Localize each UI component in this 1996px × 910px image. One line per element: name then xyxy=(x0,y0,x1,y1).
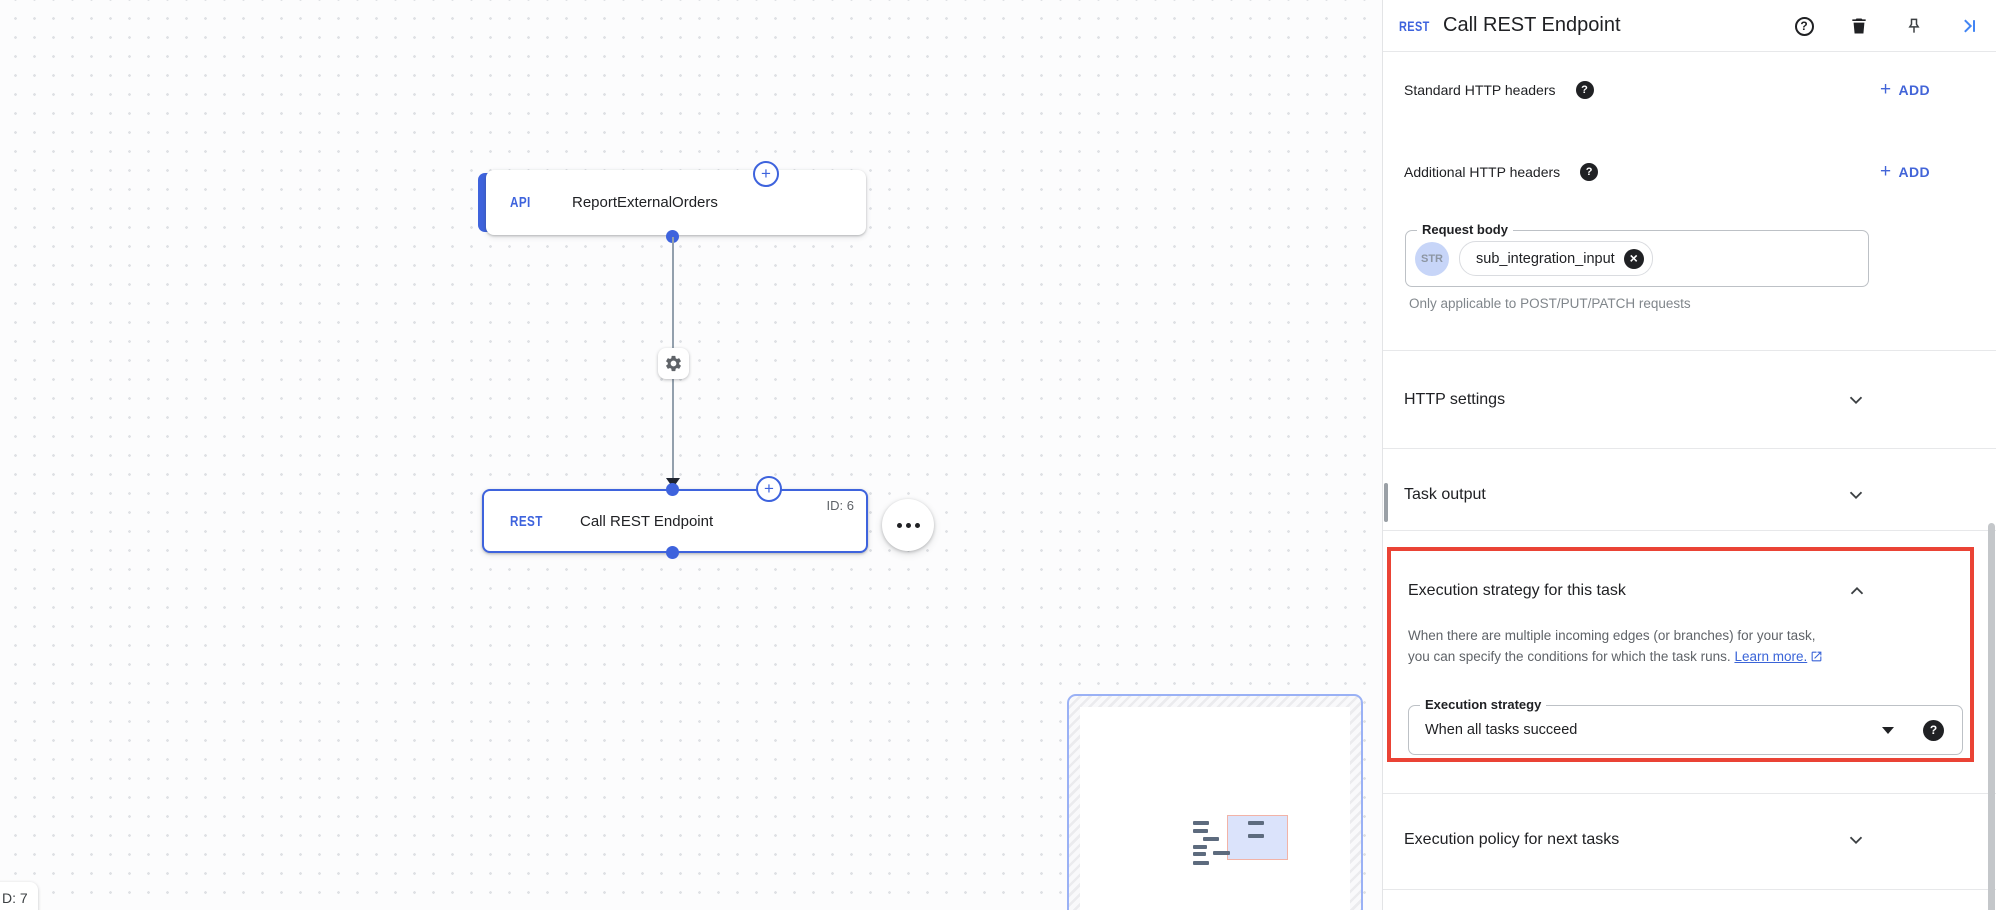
minimap[interactable] xyxy=(1067,694,1363,910)
chevron-down-icon[interactable] xyxy=(1845,829,1867,851)
chevron-up-icon[interactable] xyxy=(1846,580,1868,602)
pin-panel-button[interactable] xyxy=(1903,15,1925,37)
request-body-helper: Only applicable to POST/PUT/PATCH reques… xyxy=(1409,296,1691,311)
node-label: ReportExternalOrders xyxy=(572,194,718,211)
panel-title: Call REST Endpoint xyxy=(1443,14,1621,36)
node-report-external-orders[interactable]: API ReportExternalOrders xyxy=(486,170,866,235)
add-additional-header-button[interactable]: ADD xyxy=(1880,164,1930,181)
minimap-node-mark xyxy=(1213,851,1230,855)
minimap-node-mark xyxy=(1193,829,1208,833)
divider xyxy=(1383,889,1996,890)
help-button[interactable] xyxy=(1793,15,1815,37)
help-filled-icon[interactable] xyxy=(1575,81,1594,99)
add-task-button[interactable] xyxy=(756,476,782,502)
divider xyxy=(1383,793,1996,794)
request-body-label: Request body xyxy=(1417,222,1513,237)
node-id-label: ID: 6 xyxy=(826,498,854,513)
gear-icon xyxy=(666,355,681,372)
minimap-node-mark xyxy=(1193,861,1209,865)
execution-strategy-value: When all tasks succeed xyxy=(1425,722,1578,738)
node-more-actions-button[interactable] xyxy=(882,499,934,551)
pin-icon xyxy=(1908,18,1920,33)
minimap-node-mark xyxy=(1193,845,1207,849)
task-config-panel: REST Call REST Endpoint xyxy=(1382,0,1996,910)
string-type-badge: STR xyxy=(1415,241,1449,276)
rest-badge: REST xyxy=(1399,17,1430,34)
learn-more-link[interactable]: Learn more. xyxy=(1734,649,1808,664)
output-port[interactable] xyxy=(666,230,679,243)
delete-task-button[interactable] xyxy=(1848,15,1870,37)
output-port[interactable] xyxy=(666,546,679,559)
minimap-node-mark xyxy=(1248,821,1264,825)
divider xyxy=(1383,530,1996,531)
partial-node[interactable] xyxy=(0,882,38,910)
node-label: Call REST Endpoint xyxy=(580,512,714,530)
standard-http-headers-row: Standard HTTP headers ADD xyxy=(1404,74,1996,106)
rest-task-badge: REST xyxy=(510,512,543,530)
collapse-panel-button[interactable] xyxy=(1958,15,1980,37)
partial-node-id-label: D: 7 xyxy=(2,890,28,906)
request-body-field[interactable]: Request body STR sub_integration_input xyxy=(1405,222,1869,287)
panel-scrollbar[interactable] xyxy=(1988,523,1995,910)
minimap-surface xyxy=(1080,707,1350,910)
plus-icon xyxy=(1880,162,1892,181)
execution-strategy-description: When there are multiple incoming edges (… xyxy=(1408,625,1898,669)
add-standard-header-button[interactable]: ADD xyxy=(1880,82,1930,99)
panel-header: REST Call REST Endpoint xyxy=(1383,0,1996,52)
api-trigger-badge: API xyxy=(510,194,531,211)
chevron-down-icon[interactable] xyxy=(1845,389,1867,411)
plus-icon xyxy=(1880,80,1892,99)
workflow-canvas[interactable]: API ReportExternalOrders REST Call REST … xyxy=(0,0,1382,910)
divider xyxy=(1383,350,1996,351)
minimap-node-mark xyxy=(1193,852,1206,856)
more-dots-icon xyxy=(896,522,902,528)
dropdown-caret-icon[interactable] xyxy=(1882,726,1894,734)
chevron-down-icon[interactable] xyxy=(1845,484,1867,506)
help-filled-icon[interactable] xyxy=(1580,163,1599,181)
section-execution-policy[interactable]: Execution policy for next tasks xyxy=(1383,815,1996,865)
additional-http-headers-label: Additional HTTP headers xyxy=(1404,164,1561,180)
section-http-settings[interactable]: HTTP settings xyxy=(1383,375,1996,425)
execution-strategy-field-label: Execution strategy xyxy=(1420,697,1547,712)
variable-chip[interactable]: sub_integration_input xyxy=(1459,241,1653,276)
input-port[interactable] xyxy=(666,483,679,496)
external-link-icon xyxy=(1810,648,1823,669)
divider xyxy=(1383,448,1996,449)
collapse-right-icon xyxy=(1964,19,1975,33)
trash-icon xyxy=(1852,18,1866,34)
panel-scroll-indicator xyxy=(1384,483,1388,522)
additional-http-headers-row: Additional HTTP headers ADD xyxy=(1404,156,1996,188)
execution-strategy-select[interactable]: Execution strategy When all tasks succee… xyxy=(1408,697,1963,755)
execution-strategy-section-highlighted: Execution strategy for this task When th… xyxy=(1387,547,1974,762)
help-icon xyxy=(1794,16,1814,36)
close-icon[interactable] xyxy=(1623,248,1644,269)
node-call-rest-endpoint[interactable]: REST Call REST Endpoint ID: 6 xyxy=(482,489,868,553)
minimap-node-mark xyxy=(1203,837,1219,841)
add-task-button[interactable] xyxy=(753,161,779,187)
standard-http-headers-label: Standard HTTP headers xyxy=(1404,82,1556,98)
minimap-node-mark xyxy=(1248,834,1264,838)
section-execution-strategy[interactable]: Execution strategy for this task xyxy=(1408,582,1626,599)
help-filled-icon[interactable] xyxy=(1923,719,1944,741)
section-task-output[interactable]: Task output xyxy=(1383,470,1996,520)
minimap-node-mark xyxy=(1193,821,1209,825)
edge-config-button[interactable] xyxy=(658,348,689,379)
